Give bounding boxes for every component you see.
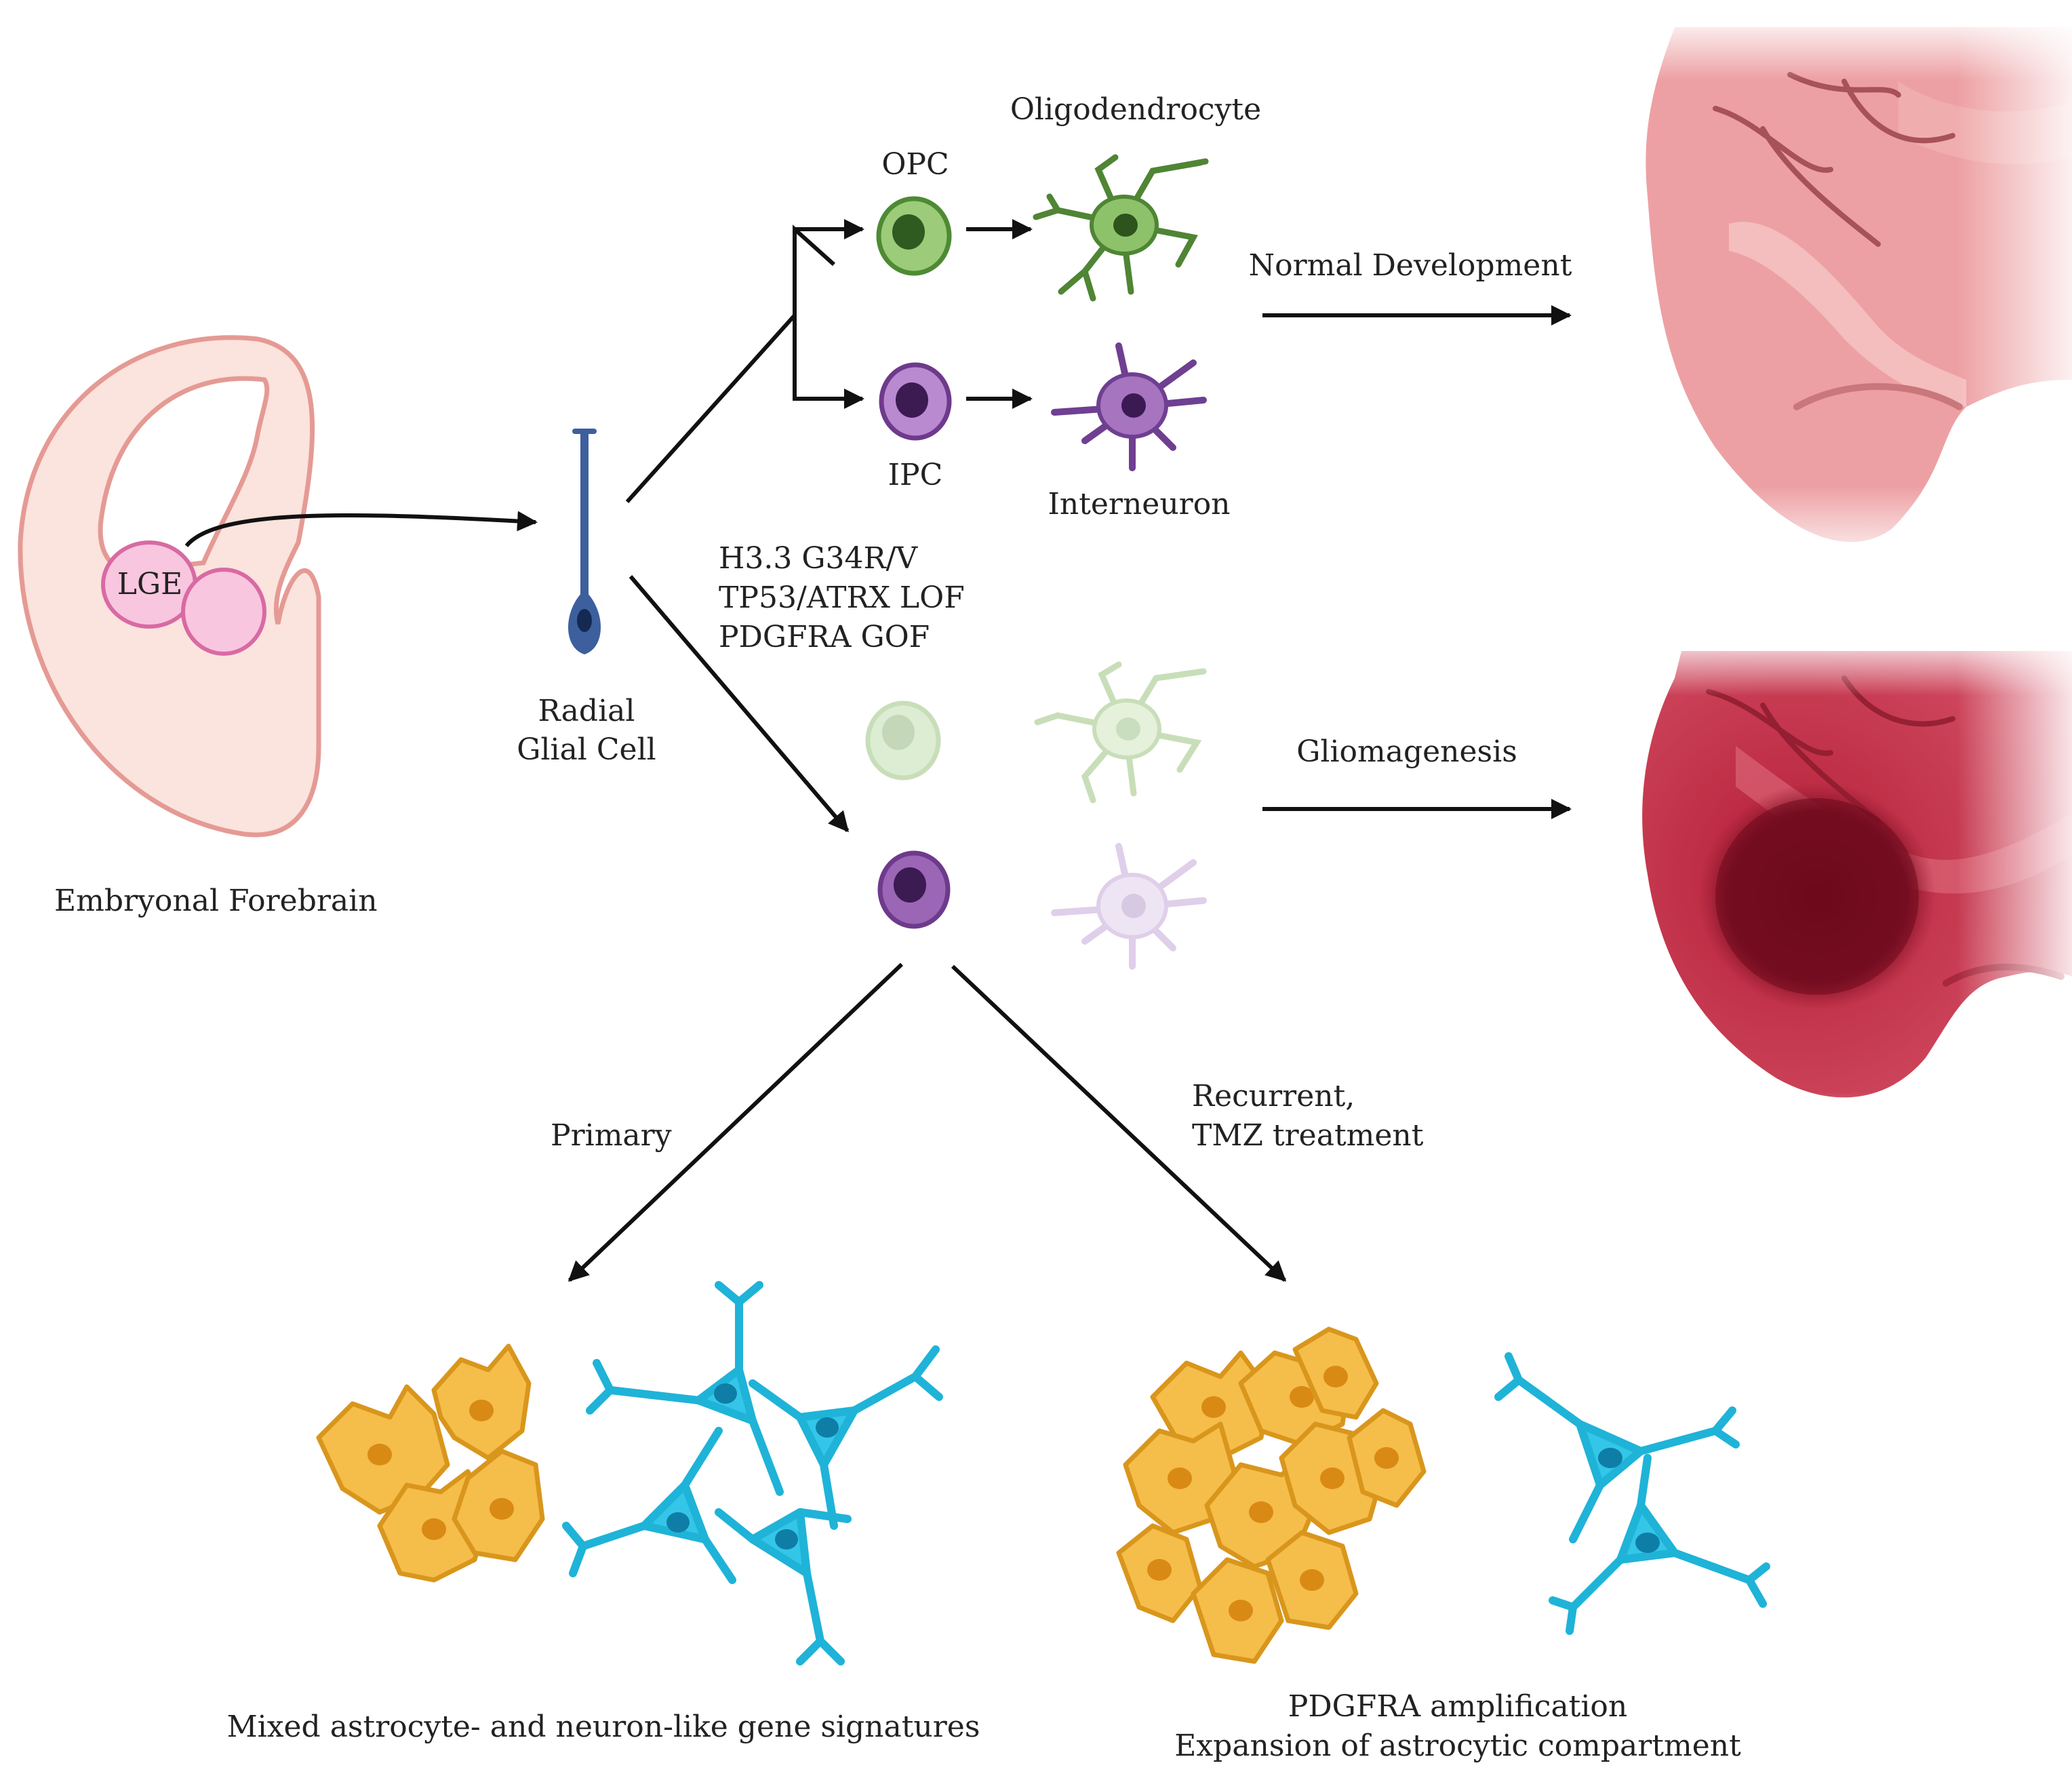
lineage-arrows (567, 219, 1572, 1282)
radial-glial-cell (568, 429, 601, 654)
primary-neuron-cluster (562, 1281, 943, 1665)
mge-eminence (181, 568, 266, 656)
mutation-tp53-atrx-label: TP53/ATRX LOF (719, 580, 965, 615)
oligodendrocyte-cell (1033, 154, 1209, 302)
astrocytic-expansion-caption: Expansion of astrocytic compartment (1174, 1729, 1741, 1763)
embryonal-forebrain-label: Embryonal Forebrain (54, 884, 378, 918)
pdgfra-amplification-caption: PDGFRA amplification (1288, 1689, 1628, 1724)
ipc-label: IPC (888, 458, 943, 492)
embryonal-forebrain-drawing (18, 335, 538, 837)
mutation-pdgfra-label: PDGFRA GOF (719, 620, 930, 654)
interneuron-cell (1051, 342, 1207, 471)
mixed-signatures-caption: Mixed astrocyte- and neuron-like gene si… (226, 1710, 980, 1744)
faded-opc-cell (865, 700, 941, 781)
radial-glial-label-line1: Radial (538, 694, 635, 728)
lge-label: LGE (117, 567, 183, 601)
opc-cell (876, 196, 952, 276)
tumor-brain-image (1614, 631, 2072, 1173)
primary-astrocyte-cluster (316, 1343, 545, 1583)
lge-to-radial-glia-arrow (184, 511, 538, 547)
gliomagenesis-label: Gliomagenesis (1296, 734, 1517, 769)
normal-development-label: Normal Development (1248, 248, 1572, 283)
recurrent-label-line2: TMZ treatment (1192, 1118, 1424, 1153)
interneuron-label: Interneuron (1048, 487, 1231, 521)
primary-label: Primary (551, 1118, 672, 1153)
mutation-h33-label: H3.3 G34R/V (719, 541, 918, 576)
opc-label: OPC (881, 147, 949, 182)
recurrent-label-line1: Recurrent, (1192, 1079, 1355, 1113)
recurrent-astrocyte-cluster (1116, 1326, 1427, 1664)
oligodendrocyte-label: Oligodendrocyte (1010, 92, 1262, 127)
radial-glial-label-line2: Glial Cell (517, 732, 656, 767)
faded-oligodendrocyte-cell (1034, 661, 1207, 804)
ipc-cell (879, 362, 952, 441)
normal-brain-image (1614, 14, 2072, 570)
faded-interneuron-cell (1051, 843, 1207, 970)
recurrent-neuron-cluster (1494, 1352, 1770, 1635)
tumor-ipc-cell (877, 850, 951, 929)
